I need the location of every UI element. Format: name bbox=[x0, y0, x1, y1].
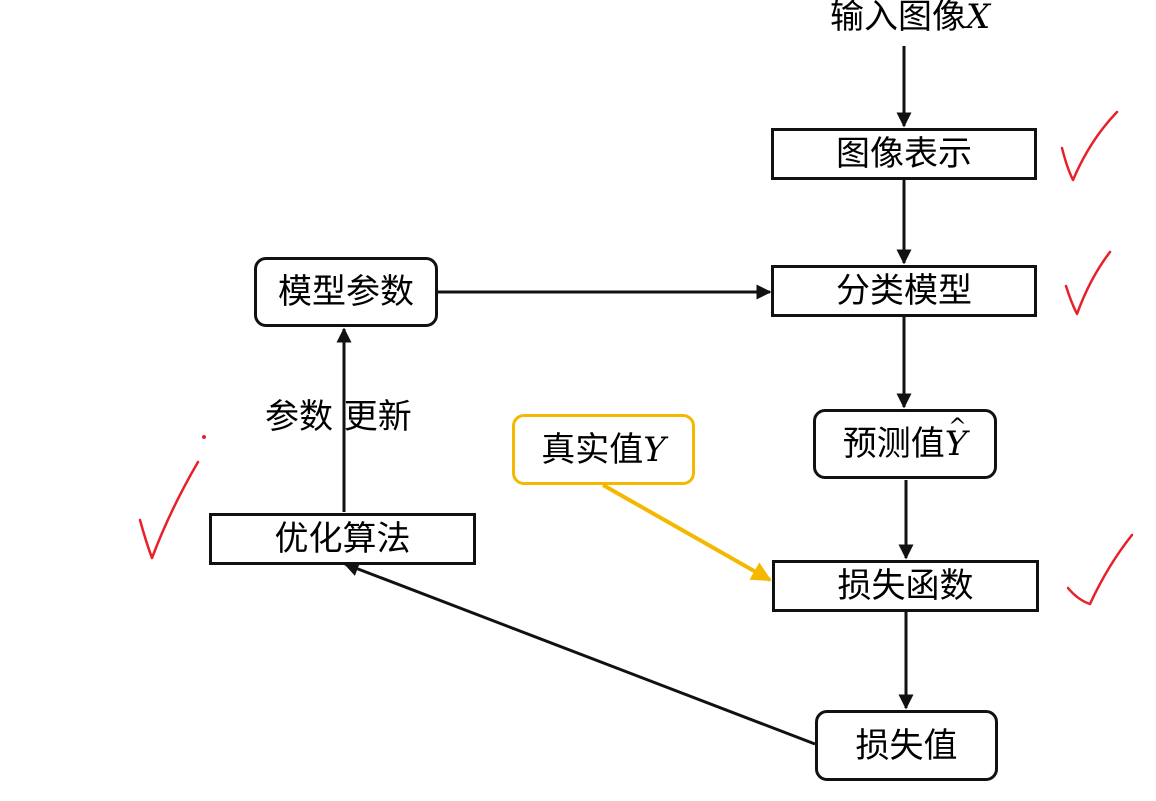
input-image-label: 输入图像X bbox=[830, 0, 990, 34]
check-mark-icon bbox=[138, 460, 200, 560]
check-mark-icon bbox=[1066, 533, 1134, 606]
param-update-label: 参数 更新 bbox=[265, 397, 412, 437]
loss-function-box: 损失函数 bbox=[772, 560, 1039, 612]
prediction-var-letter: Y bbox=[944, 424, 968, 464]
dot-mark-icon bbox=[202, 435, 206, 439]
model-params-label: 模型参数 bbox=[278, 272, 414, 312]
check-mark-icon bbox=[1060, 110, 1119, 182]
loss-value-box: 损失值 bbox=[815, 710, 998, 781]
arrow-loss-value-to-optimizer bbox=[343, 561, 816, 746]
input-image-text: 输入图像 bbox=[830, 0, 966, 37]
arrow-ground-truth-to-loss-fn bbox=[602, 483, 772, 582]
loss-function-label: 损失函数 bbox=[837, 566, 974, 606]
classifier-model-label: 分类模型 bbox=[836, 271, 972, 311]
ground-truth-var: Y bbox=[643, 429, 666, 470]
image-representation-label: 图像表示 bbox=[836, 134, 972, 174]
prediction-var: ^Y bbox=[944, 417, 968, 464]
image-representation-box: 图像表示 bbox=[771, 128, 1037, 180]
input-var: X bbox=[966, 0, 991, 37]
check-mark-icon bbox=[1064, 250, 1112, 316]
classifier-model-box: 分类模型 bbox=[771, 265, 1037, 317]
ground-truth-label: 真实值 bbox=[541, 429, 644, 470]
optimizer-box: 优化算法 bbox=[209, 513, 476, 565]
prediction-label: 预测值 bbox=[842, 424, 945, 464]
prediction-hat: ^ bbox=[948, 415, 967, 440]
loss-value-label: 损失值 bbox=[855, 725, 958, 766]
model-params-box: 模型参数 bbox=[254, 257, 438, 327]
optimizer-label: 优化算法 bbox=[274, 519, 411, 559]
prediction-box: 预测值^Y bbox=[813, 409, 997, 479]
